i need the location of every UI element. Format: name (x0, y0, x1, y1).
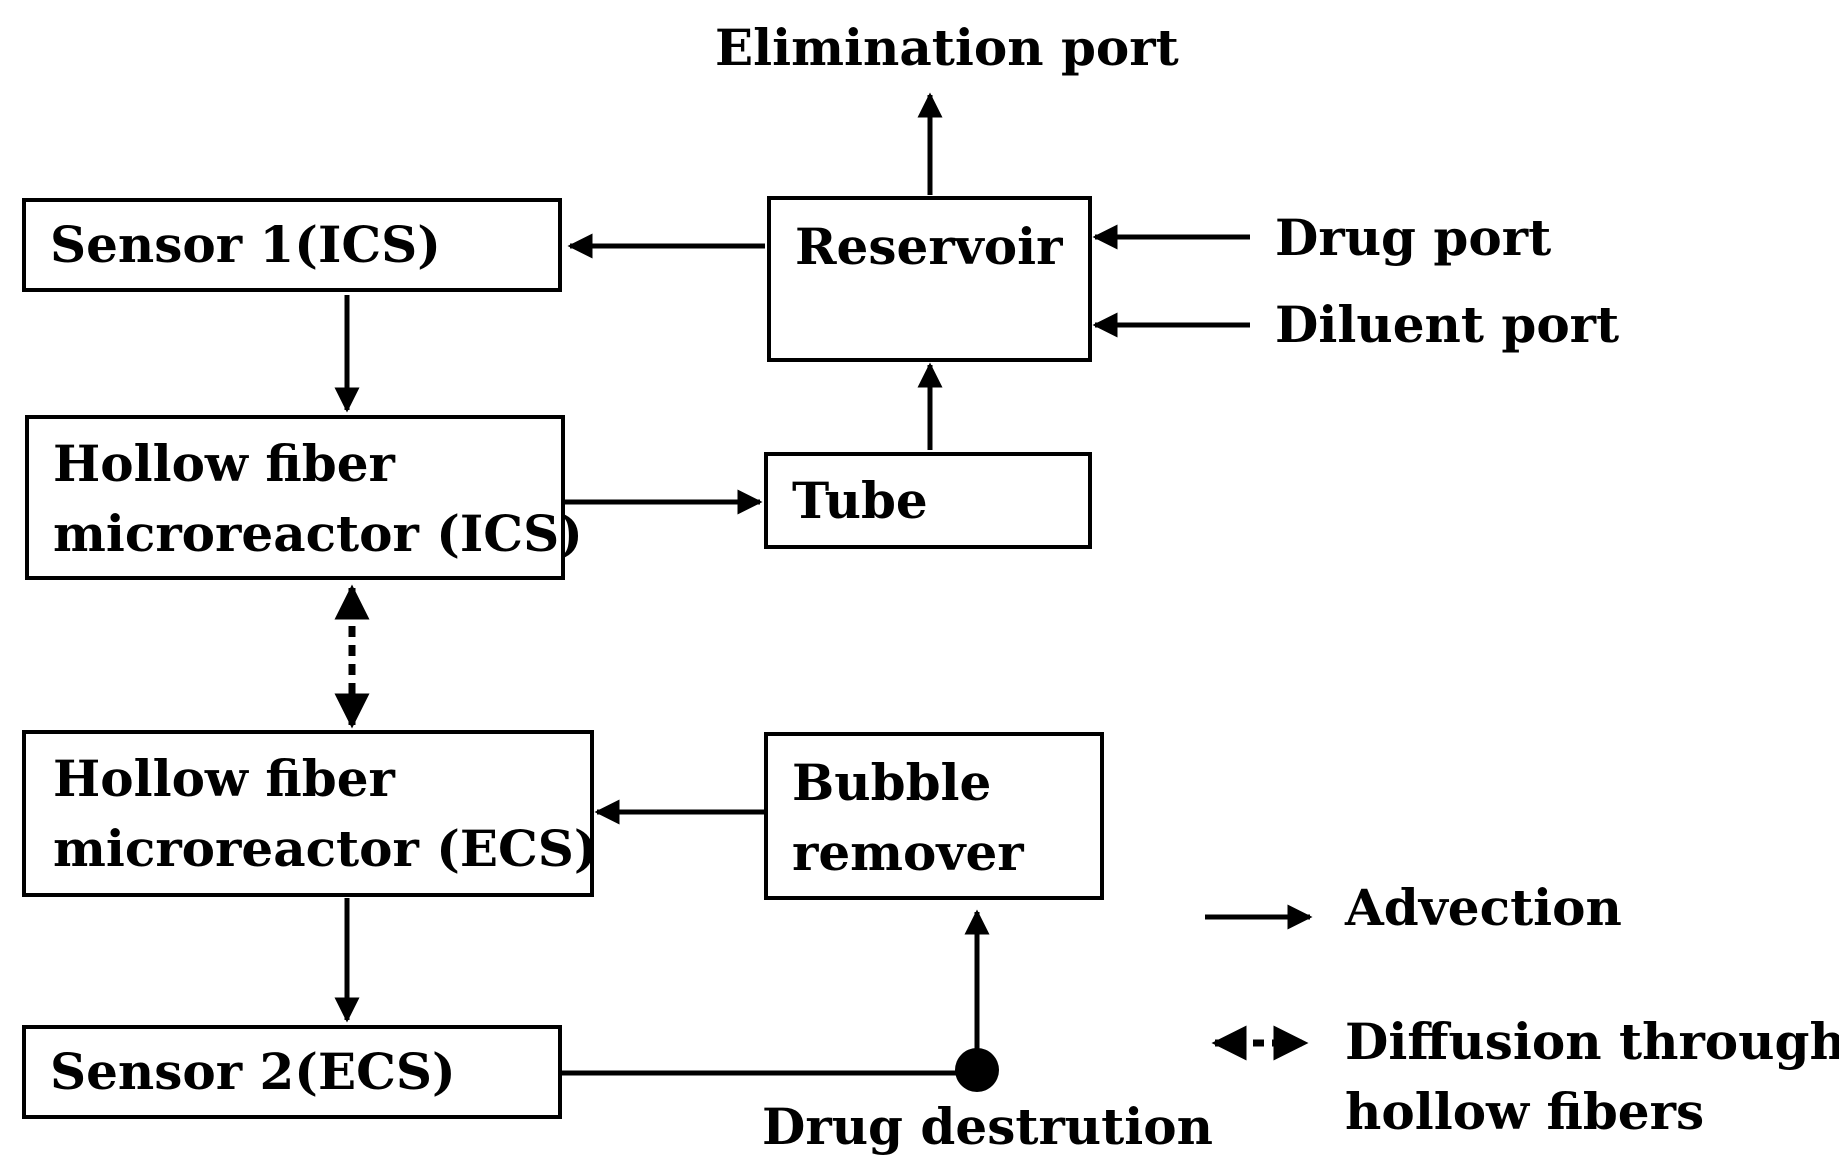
legend-diffusion-label-line1: Diffusion through (1345, 1012, 1839, 1071)
sensor2-box: Sensor 2(ECS) (22, 1025, 562, 1119)
drug-destruction-label: Drug destrution (762, 1097, 1213, 1156)
bubble-label-line2: remover (792, 823, 1024, 882)
hf-ecs-label-line1: Hollow fiber (53, 749, 395, 808)
sensor1-label: Sensor 1(ICS) (50, 215, 441, 274)
bubble-label-line1: Bubble (792, 753, 992, 812)
reservoir-label: Reservoir (795, 217, 1063, 276)
diluent-port-label: Diluent port (1275, 295, 1620, 354)
bubble-remover-box: Bubble remover (764, 732, 1104, 900)
drug-destruction-node (955, 1048, 999, 1092)
hf-ics-box: Hollow fiber microreactor (ICS) (25, 415, 583, 580)
hf-ics-label-line2: microreactor (ICS) (53, 504, 583, 563)
tube-box: Tube (764, 452, 1092, 549)
hf-ics-label-line1: Hollow fiber (53, 434, 395, 493)
sensor2-label: Sensor 2(ECS) (50, 1042, 456, 1101)
drug-port-label: Drug port (1275, 208, 1552, 267)
elimination-port-label: Elimination port (715, 18, 1179, 77)
legend-advection-label: Advection (1345, 878, 1622, 937)
reservoir-box: Reservoir (767, 196, 1092, 362)
hf-ecs-label-line2: microreactor (ECS) (53, 819, 598, 878)
hf-ecs-box: Hollow fiber microreactor (ECS) (22, 730, 598, 897)
legend-diffusion-label-line2: hollow fibers (1345, 1082, 1705, 1141)
sensor1-box: Sensor 1(ICS) (22, 198, 562, 292)
tube-label: Tube (792, 471, 928, 530)
